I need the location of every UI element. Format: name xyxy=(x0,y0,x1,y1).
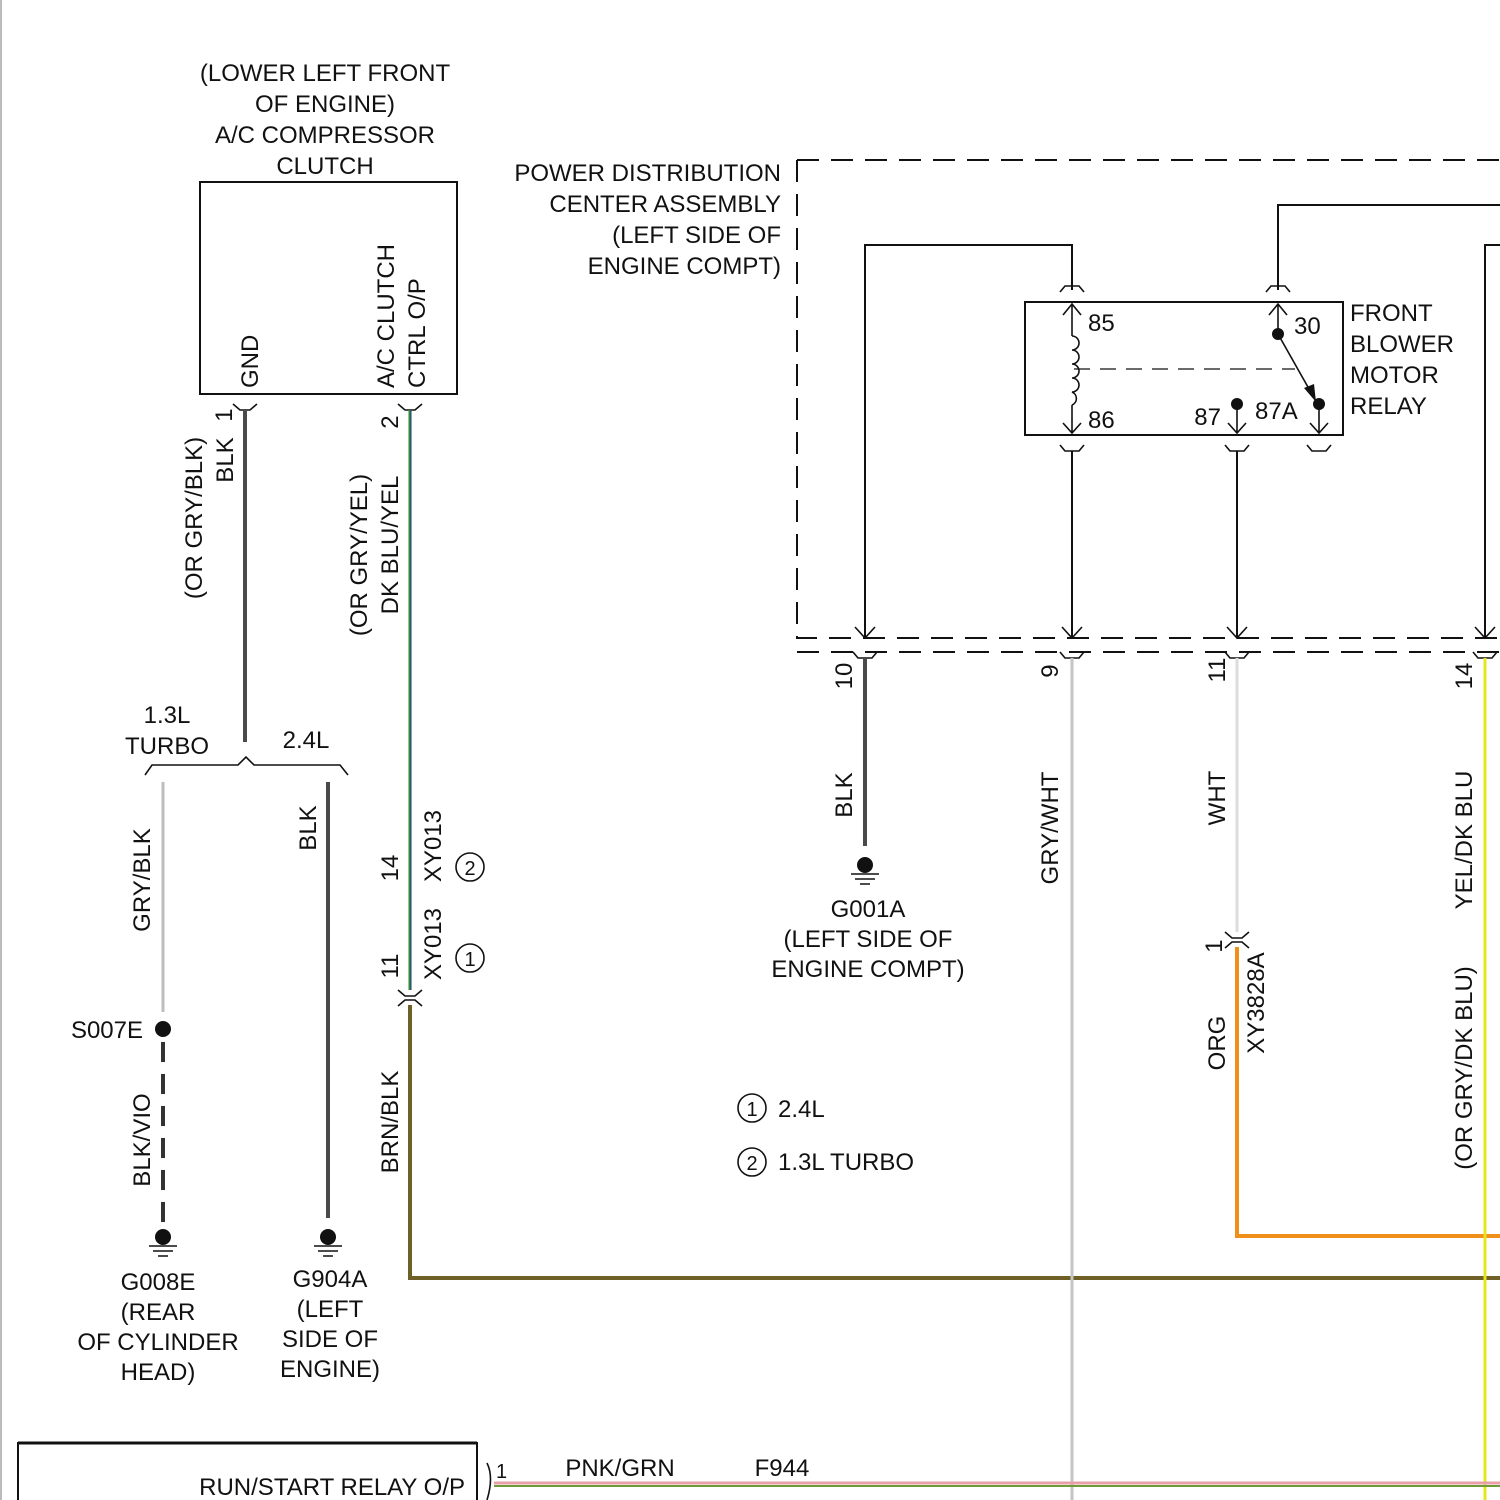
compressor-connector xyxy=(233,404,422,410)
wire-blk-g001a-label: BLK xyxy=(831,772,858,817)
compressor-title-1: (LOWER LEFT FRONT xyxy=(200,60,451,87)
legend-label-2: 1.3L TURBO xyxy=(778,1149,914,1176)
run-start-label: RUN/START RELAY O/P xyxy=(199,1474,465,1500)
ground1-label-4: HEAD) xyxy=(121,1359,196,1386)
wire-internal-14 xyxy=(1485,245,1500,638)
relay-switch-arrow xyxy=(1304,384,1316,402)
run-start-connector xyxy=(487,1463,491,1500)
relay-name-4: RELAY xyxy=(1350,393,1427,420)
pdc-pin-14: 14 xyxy=(1451,663,1478,690)
ground2-label-3: SIDE OF xyxy=(282,1326,378,1353)
pdc-title-4: ENGINE COMPT) xyxy=(588,253,781,280)
pin-ctrl-label-1: A/C CLUTCH xyxy=(373,244,400,388)
wire-yeldkblu-alt-label: (OR GRY/DK BLU) xyxy=(1451,966,1478,1170)
splice-label: S007E xyxy=(71,1017,143,1044)
wire-dkbluyel-alt-label: (OR GRY/YEL) xyxy=(346,474,373,636)
ground1-label-3: OF CYLINDER xyxy=(77,1329,238,1356)
relay-pin-85: 85 xyxy=(1088,310,1115,337)
ground2-label-4: ENGINE) xyxy=(280,1356,380,1383)
compressor-title-2: OF ENGINE) xyxy=(255,91,395,118)
legend-num-1: 1 xyxy=(746,1099,757,1121)
pin-gnd-label: GND xyxy=(237,335,264,388)
pin-ctrl-label-2: CTRL O/P xyxy=(404,278,431,388)
power-distribution-center: POWER DISTRIBUTION CENTER ASSEMBLY (LEFT… xyxy=(514,160,1500,689)
pin1-label: 1 xyxy=(211,408,238,421)
relay-coil-icon xyxy=(1072,336,1079,405)
relay-name-2: BLOWER xyxy=(1350,331,1454,358)
pdc-title-1: POWER DISTRIBUTION xyxy=(514,160,781,187)
run-start-relay: RUN/START RELAY O/P 1 PNK/GRN F944 xyxy=(18,1443,1500,1500)
xy3828a-pin: 1 xyxy=(1201,939,1228,952)
wire-internal-86-87 xyxy=(1072,451,1237,638)
wire-gryblk-label: GRY/BLK xyxy=(129,828,156,932)
left-wires: BLK (OR GRY/BLK) DK BLU/YEL (OR GRY/YEL)… xyxy=(71,410,1500,1386)
conn-lower-pin: 11 xyxy=(377,954,404,979)
compressor-title-4: CLUTCH xyxy=(276,153,373,180)
ac-compressor-clutch: (LOWER LEFT FRONT OF ENGINE) A/C COMPRES… xyxy=(200,60,457,429)
xy013-connector xyxy=(398,990,422,1006)
right-wires: BLK G001A (LEFT SIDE OF ENGINE COMPT) GR… xyxy=(771,658,1500,1500)
compressor-title-3: A/C COMPRESSOR xyxy=(215,122,435,149)
conn-lower-id: XY013 xyxy=(420,908,447,980)
ground-icon xyxy=(149,1229,177,1256)
pdc-pin-10: 10 xyxy=(831,663,858,690)
ground-icon xyxy=(314,1229,342,1256)
wire-internal-30 xyxy=(1278,205,1500,290)
wire-internal-85 xyxy=(865,245,1072,638)
conn-upper-pin: 14 xyxy=(377,855,404,882)
wire-pnkgrn-label: PNK/GRN xyxy=(565,1455,674,1482)
wire-blk-label: BLK xyxy=(212,437,239,482)
pdc-pin-11: 11 xyxy=(1204,658,1231,683)
relay-pin-30: 30 xyxy=(1294,313,1321,340)
ground1-label-1: G008E xyxy=(121,1269,196,1296)
wire-blkvio-label: BLK/VIO xyxy=(129,1093,156,1186)
pdc-title-2: CENTER ASSEMBLY xyxy=(549,191,781,218)
wire-blk-alt-label: (OR GRY/BLK) xyxy=(181,437,208,599)
ground3-label-1: G001A xyxy=(831,896,906,923)
wire-dkbluyel-label: DK BLU/YEL xyxy=(377,476,404,615)
pdc-pin-arrows xyxy=(855,627,1495,638)
variant-turbo-2: TURBO xyxy=(125,733,209,760)
relay-top-connectors xyxy=(1060,286,1290,292)
legend-label-1: 2.4L xyxy=(778,1096,825,1123)
pdc-pin-9: 9 xyxy=(1037,664,1064,677)
wire-yeldkblu-label: YEL/DK BLU xyxy=(1451,771,1478,910)
relay-pin-87: 87 xyxy=(1194,404,1221,431)
ground1-label-2: (REAR xyxy=(121,1299,196,1326)
ground3-label-2: (LEFT SIDE OF xyxy=(784,926,953,953)
pdc-title-3: (LEFT SIDE OF xyxy=(612,222,781,249)
ground2-label-1: G904A xyxy=(293,1266,368,1293)
run-start-pin: 1 xyxy=(496,1461,507,1483)
relay-pin-86: 86 xyxy=(1088,407,1115,434)
xy3828a-id: XY3828A xyxy=(1243,952,1270,1053)
splice-dot xyxy=(155,1021,171,1037)
ground2-label-2: (LEFT xyxy=(297,1296,364,1323)
xy3828a-connector xyxy=(1225,932,1249,948)
legend-num-2: 2 xyxy=(746,1153,757,1175)
relay-name-3: MOTOR xyxy=(1350,362,1439,389)
relay-bottom-connectors xyxy=(1060,445,1331,451)
wire-brnblk-label: BRN/BLK xyxy=(377,1071,404,1174)
wire-blk-24-label: BLK xyxy=(295,805,322,850)
pin2-label: 2 xyxy=(377,415,404,428)
variant-turbo-1: 1.3L xyxy=(144,702,191,729)
legend: 1 2.4L 2 1.3L TURBO xyxy=(738,1094,914,1176)
conn-lower-note: 1 xyxy=(464,949,475,971)
ground-icon xyxy=(851,857,879,884)
ground3-label-3: ENGINE COMPT) xyxy=(771,956,964,983)
conn-upper-id: XY013 xyxy=(420,810,447,882)
wire-grywht-label: GRY/WHT xyxy=(1037,771,1064,884)
wire-wht-label: WHT xyxy=(1204,770,1231,825)
relay-name-1: FRONT xyxy=(1350,300,1433,327)
conn-upper-note: 2 xyxy=(464,858,475,880)
relay-pin-87a: 87A xyxy=(1255,398,1298,425)
wire-org-label: ORG xyxy=(1204,1016,1231,1071)
circuit-label: F944 xyxy=(755,1455,810,1482)
variant-24: 2.4L xyxy=(283,727,330,754)
